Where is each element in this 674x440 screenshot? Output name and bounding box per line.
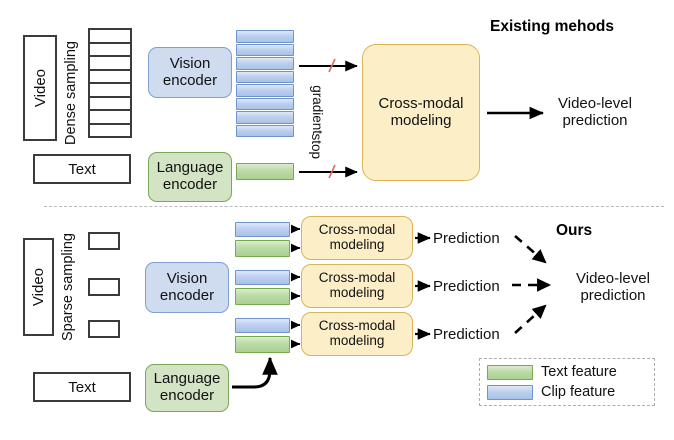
sampling-cell — [90, 98, 130, 111]
stop-gradient-slash-icon — [328, 58, 336, 73]
branch-cross-modal-box: Cross-modal modeling — [301, 216, 413, 260]
language-encoder-line2: encoder — [159, 387, 215, 404]
vision-encoder-line2: encoder — [162, 71, 218, 89]
top-text-feature-bar — [236, 163, 294, 180]
branch-prediction-label: Prediction — [433, 278, 500, 295]
bottom-video-label: Video — [30, 267, 47, 307]
bottom-video-level-prediction: Video-level prediction — [552, 270, 674, 305]
sampling-cell — [90, 44, 130, 57]
sampling-cell — [90, 84, 130, 98]
clip-feature-bar — [236, 111, 294, 124]
arrow-language-encoder-curve — [232, 356, 278, 389]
top-cross-modal-box: Cross-modal modeling — [362, 44, 480, 181]
top-clip-feature-stack — [236, 30, 294, 137]
cross-modal-line1: Cross-modal — [318, 318, 396, 334]
sampling-cell — [90, 71, 130, 84]
clip-feature-bar — [236, 84, 294, 97]
bottom-language-encoder: Language encoder — [145, 364, 229, 412]
legend-label: Clip feature — [541, 384, 616, 400]
language-encoder-line1: Language — [153, 370, 221, 388]
sampling-cell — [90, 111, 130, 125]
branch-cross-modal-box: Cross-modal modeling — [301, 312, 413, 356]
bottom-video-box: Video — [23, 238, 54, 336]
sampling-cell — [90, 30, 130, 44]
language-encoder-line1: Language — [156, 159, 224, 177]
clip-feature-bar — [236, 57, 294, 70]
top-dense-sampling-grid — [88, 28, 132, 138]
top-video-label: Video — [31, 68, 49, 108]
branch-prediction-label: Prediction — [433, 230, 500, 247]
top-language-encoder: Language encoder — [148, 152, 232, 202]
branch-text-feature-bar — [235, 240, 290, 257]
branch-text-feature-bar — [235, 336, 290, 353]
stop-gradient-line2: gradient — [310, 84, 325, 134]
top-text-box: Text — [33, 154, 131, 184]
top-video-level-prediction: Video-level prediction — [530, 95, 660, 130]
language-encoder-line2: encoder — [162, 176, 218, 193]
branch-clip-feature-bar — [235, 318, 290, 333]
text-feature-swatch — [487, 364, 533, 380]
branch-clip-feature-bar — [235, 222, 290, 237]
cross-modal-line2: modeling — [329, 237, 385, 252]
sparse-sampling-box — [88, 278, 120, 296]
sampling-cell — [90, 57, 130, 71]
legend-item: Clip feature — [487, 384, 646, 400]
ours-heading: Ours — [556, 222, 593, 239]
branch-text-feature-bar — [235, 288, 290, 305]
branch-prediction-label: Prediction — [433, 326, 500, 343]
top-output-line2: prediction — [562, 112, 628, 130]
clip-feature-swatch — [487, 384, 533, 400]
bottom-vision-encoder: Vision encoder — [145, 262, 229, 313]
sparse-sampling-box — [88, 320, 120, 338]
dashed-arrow-prediction-1 — [514, 235, 547, 264]
bottom-text-label: Text — [68, 378, 96, 396]
top-text-label: Text — [68, 160, 96, 178]
section-divider — [44, 206, 664, 207]
bottom-output-line1: Video-level — [576, 270, 650, 287]
legend: Text feature Clip feature — [479, 358, 655, 406]
branch-clip-feature-bar — [235, 270, 290, 285]
dashed-arrow-prediction-3 — [514, 304, 547, 334]
cross-modal-line1: Cross-modal — [318, 222, 396, 238]
branch-cross-modal-box: Cross-modal modeling — [301, 264, 413, 308]
top-vision-encoder: Vision encoder — [148, 47, 232, 98]
sparse-sampling-box — [88, 232, 120, 250]
cross-modal-line2: modeling — [329, 333, 385, 348]
top-sampling-caption: Dense sampling — [63, 41, 79, 145]
legend-label: Text feature — [541, 364, 617, 380]
vision-encoder-line2: encoder — [159, 286, 215, 304]
sampling-cell — [90, 125, 130, 137]
stop-gradient-slash-icon — [328, 164, 336, 179]
clip-feature-bar — [236, 30, 294, 43]
bottom-text-box: Text — [33, 372, 131, 402]
clip-feature-bar — [236, 43, 294, 56]
clip-feature-bar — [236, 70, 294, 83]
stop-gradient-line1: stop — [309, 133, 324, 160]
stop-gradient-caption: stop gradient — [300, 82, 334, 162]
existing-methods-heading: Existing mehods — [490, 18, 615, 35]
cross-modal-line2: modeling — [329, 285, 385, 300]
top-video-box: Video — [23, 35, 57, 141]
clip-feature-bar — [236, 124, 294, 137]
vision-encoder-line1: Vision — [169, 54, 211, 72]
legend-item: Text feature — [487, 364, 646, 380]
clip-feature-bar — [236, 97, 294, 110]
vision-encoder-line1: Vision — [166, 269, 208, 287]
cross-modal-line1: Cross-modal — [318, 270, 396, 286]
top-output-line1: Video-level — [558, 95, 632, 112]
cross-modal-line1: Cross-modal — [378, 95, 464, 112]
bottom-sampling-caption: Sparse sampling — [60, 233, 76, 342]
cross-modal-line2: modeling — [390, 111, 452, 129]
bottom-output-line2: prediction — [580, 287, 646, 305]
